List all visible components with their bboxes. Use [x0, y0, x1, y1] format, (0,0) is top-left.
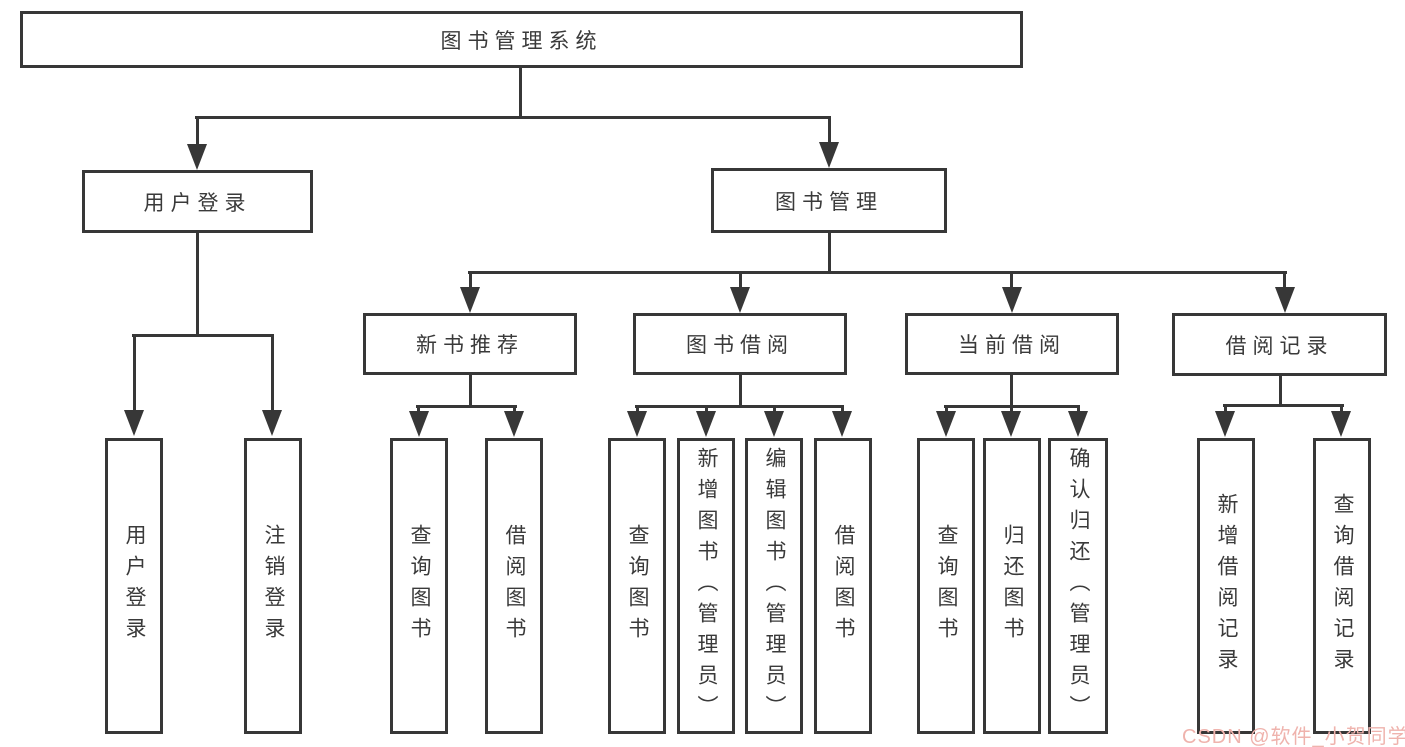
leaf-logout: 注销登录: [244, 438, 302, 734]
connector-borrowing-records-split: [1223, 404, 1344, 407]
connector-stem-leaf-add-books: [705, 406, 708, 414]
leaf-borrow-books-recommend: 借阅图书: [485, 438, 543, 734]
connector-stem-leaf-user-login: [133, 334, 136, 412]
connector-book-borrowing-stem: [739, 374, 742, 407]
csdn-watermark: CSDN @软件_小贺同学: [1182, 726, 1405, 747]
connector-stem-leaf-borrow-1: [513, 406, 516, 414]
connector-current-borrowing-stem: [1010, 374, 1013, 407]
arrowhead-book-management: [819, 142, 839, 168]
leaf-query-books-borrowing: 查询图书: [608, 438, 666, 734]
node-book-management: 图书管理: [711, 168, 947, 233]
arrowhead-leaf-return-books: [1001, 411, 1021, 437]
leaf-return-books: 归还图书: [983, 438, 1041, 734]
connector-stem-book-borrowing: [739, 271, 742, 290]
connector-stem-new-book: [469, 271, 472, 290]
connector-stem-leaf-edit-books: [773, 406, 776, 414]
leaf-add-books-admin: 新增图书（管理员）: [677, 438, 735, 734]
arrowhead-new-book: [460, 287, 480, 313]
connector-stem-book-management: [828, 116, 831, 146]
leaf-edit-books-admin: 编辑图书（管理员）: [745, 438, 803, 734]
connector-stem-leaf-confirm-return: [1077, 406, 1080, 414]
arrowhead-leaf-user-login: [124, 410, 144, 436]
node-borrowing-records: 借阅记录: [1172, 313, 1387, 376]
connector-stem-leaf-query-1: [417, 406, 420, 414]
connector-book-borrowing-split: [635, 405, 844, 408]
connector-stem-borrowing-records: [1283, 271, 1286, 290]
connector-stem-current-borrowing: [1010, 271, 1013, 290]
connector-stem-leaf-add-record: [1224, 405, 1227, 413]
arrowhead-leaf-query-1: [409, 411, 429, 437]
node-new-book-recommendation: 新书推荐: [363, 313, 577, 375]
leaf-query-books-current: 查询图书: [917, 438, 975, 734]
arrowhead-current-borrowing: [1002, 287, 1022, 313]
arrowhead-borrowing-records: [1275, 287, 1295, 313]
arrowhead-leaf-borrow-1: [504, 411, 524, 437]
node-current-borrowing: 当前借阅: [905, 313, 1119, 375]
connector-stem-leaf-query-2: [636, 406, 639, 414]
connector-stem-leaf-logout: [271, 334, 274, 412]
connector-stem-leaf-query-3: [945, 406, 948, 414]
leaf-query-books-recommend: 查询图书: [390, 438, 448, 734]
connector-book-management-stem: [828, 232, 831, 273]
connector-stem-user-login: [196, 116, 199, 148]
arrowhead-leaf-add-record: [1215, 411, 1235, 437]
arrowhead-leaf-edit-books: [764, 411, 784, 437]
arrowhead-leaf-query-2: [627, 411, 647, 437]
connector-stem-leaf-return-books: [1010, 406, 1013, 414]
connector-user-login-split: [132, 334, 274, 337]
arrowhead-leaf-add-books: [696, 411, 716, 437]
connector-new-book-split: [416, 405, 517, 408]
leaf-user-login: 用户登录: [105, 438, 163, 734]
connector-new-book-stem: [469, 374, 472, 407]
node-book-borrowing: 图书借阅: [633, 313, 847, 375]
node-book-management-system: 图书管理系统: [20, 11, 1023, 68]
arrowhead-leaf-borrow-2: [832, 411, 852, 437]
leaf-borrow-books-borrowing: 借阅图书: [814, 438, 872, 734]
leaf-query-borrow-record: 查询借阅记录: [1313, 438, 1371, 734]
leaf-add-borrow-record: 新增借阅记录: [1197, 438, 1255, 734]
leaf-confirm-return-admin: 确认归还（管理员）: [1048, 438, 1108, 734]
node-user-login: 用户登录: [82, 170, 313, 233]
connector-stem-leaf-borrow-2: [841, 406, 844, 414]
connector-root-stem: [519, 67, 522, 118]
connector-user-login-stem: [196, 232, 199, 336]
arrowhead-leaf-query-record: [1331, 411, 1351, 437]
arrowhead-leaf-logout: [262, 410, 282, 436]
arrowhead-book-borrowing: [730, 287, 750, 313]
arrowhead-leaf-query-3: [936, 411, 956, 437]
arrowhead-user-login: [187, 144, 207, 170]
arrowhead-leaf-confirm-return: [1068, 411, 1088, 437]
connector-book-management-split: [468, 271, 1287, 274]
connector-stem-leaf-query-record: [1340, 405, 1343, 413]
connector-root-split: [195, 116, 831, 119]
connector-borrowing-records-stem: [1279, 375, 1282, 406]
